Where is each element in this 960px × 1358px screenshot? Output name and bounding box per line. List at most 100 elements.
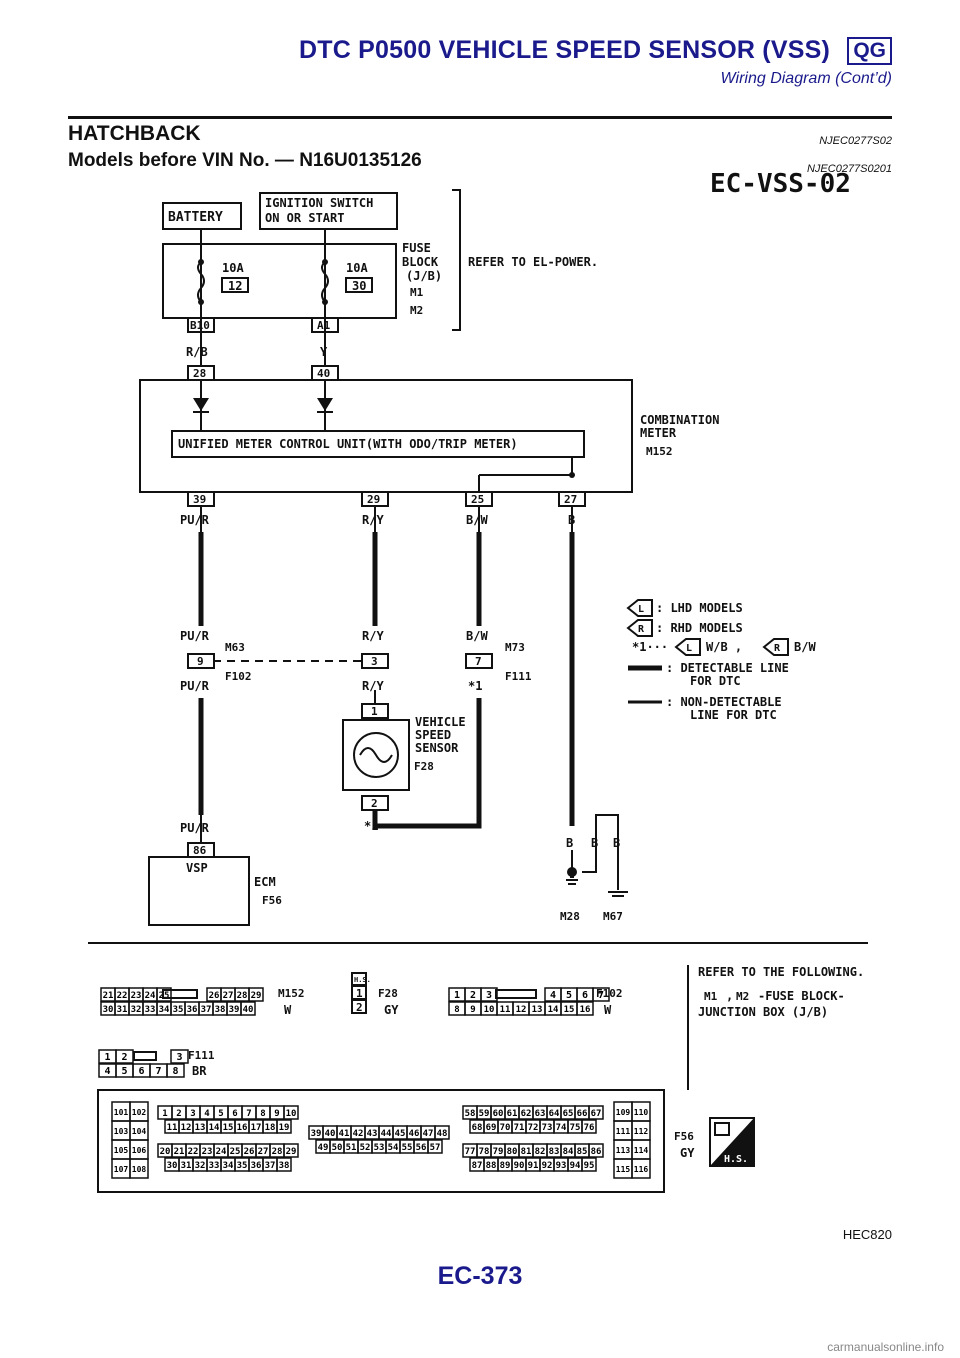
pin-number: 36	[187, 1005, 198, 1015]
pin-number: 57	[430, 1143, 441, 1153]
pin-number: 39	[229, 1005, 240, 1015]
pin-number: 18	[265, 1123, 276, 1133]
wire-pur-mid1: PU/R	[180, 629, 210, 643]
pin-number: 3	[176, 1052, 182, 1063]
pin-number: 80	[507, 1147, 518, 1157]
pin-29: 29	[367, 493, 380, 506]
pin-number: 8	[454, 1005, 459, 1015]
wire-ry-top: R/Y	[362, 513, 384, 527]
pin-number: 69	[486, 1123, 497, 1133]
pin-a1: A1	[317, 319, 331, 332]
pin-number: 86	[591, 1147, 602, 1157]
pin-number: 8	[172, 1066, 178, 1077]
pin-7: 7	[475, 655, 482, 668]
gnd-wire-b3: B	[613, 836, 620, 850]
connector-m1: M1	[410, 286, 424, 299]
pin-number: 79	[493, 1147, 504, 1157]
pin-number: 36	[251, 1161, 262, 1171]
legend-detectable-1: : DETECTABLE LINE	[666, 661, 789, 675]
pin-number: 90	[514, 1161, 525, 1171]
pin-number: 67	[591, 1109, 602, 1119]
f28-pin-2: 2	[356, 1001, 363, 1014]
pin-number: 16	[580, 1005, 591, 1015]
pin-number: 71	[514, 1123, 525, 1133]
pin-number: 47	[423, 1129, 434, 1139]
f111-id: F111	[188, 1049, 215, 1062]
f111-color: BR	[192, 1064, 207, 1078]
pin-number: 5	[566, 990, 572, 1001]
pin-number: 30	[103, 1005, 114, 1015]
pin-number: 37	[201, 1005, 212, 1015]
pin-number: 33	[209, 1161, 220, 1171]
pin-cell	[581, 1157, 597, 1172]
pin-number: 23	[131, 991, 142, 1001]
pin-cell	[283, 1105, 299, 1120]
pin-number: 40	[243, 1005, 254, 1015]
connector-f28: F28	[414, 760, 434, 773]
pin-number: 2	[470, 990, 476, 1001]
star-note-2: *1	[364, 819, 378, 833]
fuse-block-label-3: (J/B)	[406, 269, 442, 283]
pin-number: 81	[521, 1147, 532, 1157]
pin-number: 102	[132, 1108, 147, 1117]
combination-meter-label-1: COMBINATION	[640, 413, 719, 427]
control-unit-box	[171, 430, 585, 458]
legend-star-r-mark: R	[774, 643, 781, 654]
legend-star: *1···	[632, 640, 668, 654]
refer-comma: ,	[726, 989, 733, 1003]
page-header: DTC P0500 VEHICLE SPEED SENSOR (VSS) QG …	[0, 0, 960, 120]
pin-number: 13	[532, 1005, 543, 1015]
pin-number: 34	[159, 1005, 170, 1015]
pin-number: 1	[454, 990, 460, 1001]
pin-number: 26	[209, 991, 220, 1001]
pin-number: 70	[500, 1123, 511, 1133]
battery-label: BATTERY	[168, 210, 223, 225]
pin-number: 85	[577, 1147, 588, 1157]
star-note-1: *1	[468, 679, 482, 693]
m152-id: M152	[278, 987, 305, 1000]
pin-cell	[592, 987, 610, 1002]
vss-pin-1: 1	[371, 705, 378, 718]
pin-number: 15	[223, 1123, 234, 1133]
pin-number: 49	[318, 1143, 329, 1153]
pin-number: 88	[486, 1161, 497, 1171]
pin-number: 31	[181, 1161, 192, 1171]
pin-number: 13	[195, 1123, 206, 1133]
pin-number: 4	[204, 1109, 210, 1119]
pin-number: 1	[162, 1109, 167, 1119]
pin-cell	[156, 987, 172, 1002]
diagram-id: EC-VSS-02	[710, 169, 851, 199]
hs-connector-icon	[714, 1122, 730, 1136]
pin-number: 82	[535, 1147, 546, 1157]
pin-number: 6	[582, 990, 588, 1001]
pin-number: 5	[121, 1066, 127, 1077]
pin-number: 55	[402, 1143, 413, 1153]
wire-b-top: B	[568, 513, 575, 527]
pin-number: 15	[564, 1005, 575, 1015]
pin-number: 7	[598, 990, 604, 1001]
pin-number: 92	[542, 1161, 553, 1171]
pin-number: 1	[104, 1052, 110, 1063]
pin-number: 87	[472, 1161, 483, 1171]
legend-nondetectable-2: LINE FOR DTC	[690, 708, 777, 722]
ecm-connector-outline	[97, 1089, 665, 1193]
pin-cell	[631, 1158, 651, 1179]
pin-9: 9	[197, 655, 204, 668]
legend-l-mark: L	[638, 604, 644, 615]
legend-star-l-mark: L	[686, 643, 692, 654]
pin-number: 53	[374, 1143, 385, 1153]
pin-number: 116	[634, 1165, 649, 1174]
pin-cell	[283, 1143, 299, 1158]
pin-number: 104	[132, 1127, 147, 1136]
pin-number: 60	[493, 1109, 504, 1119]
section-title: HATCHBACK	[68, 122, 201, 145]
pin-number: 3	[190, 1109, 195, 1119]
pin-number: 12	[181, 1123, 192, 1133]
connector-m63: M63	[225, 641, 245, 654]
pin-number: 24	[216, 1147, 227, 1157]
refer-fuse-block: -FUSE BLOCK-	[758, 989, 845, 1003]
pin-number: 111	[616, 1127, 631, 1136]
